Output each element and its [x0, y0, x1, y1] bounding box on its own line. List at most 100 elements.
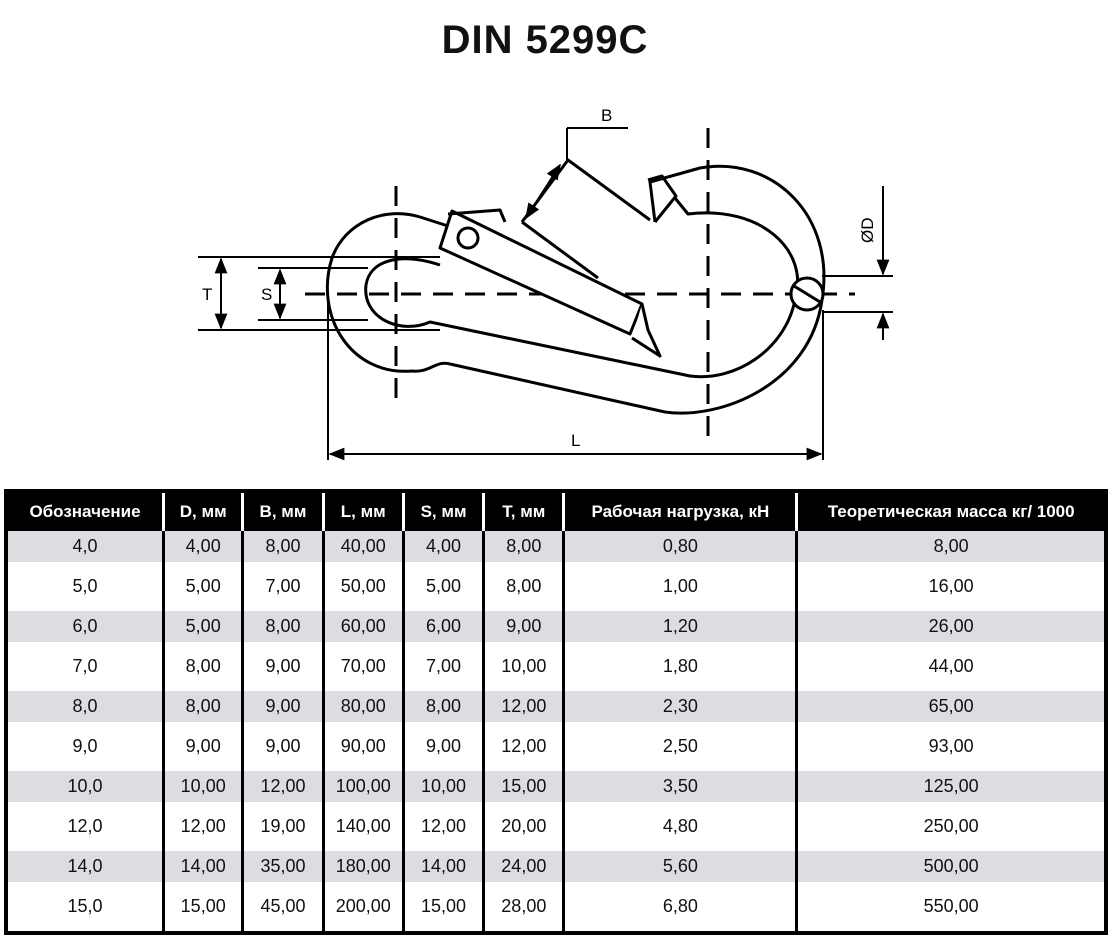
header-s: S, мм [403, 491, 486, 531]
cell-s: 6,00 [403, 610, 486, 643]
cell-s: 4,00 [403, 531, 486, 563]
cell-working-load: 4,80 [563, 802, 799, 851]
cell-working-load: 2,50 [563, 722, 799, 771]
cell-working-load: 1,00 [563, 562, 799, 611]
cell-l: 200,00 [323, 882, 405, 933]
cell-t: 9,00 [483, 610, 566, 643]
cell-t: 12,00 [483, 722, 566, 771]
cell-designation: 6,0 [6, 610, 166, 643]
cell-b: 35,00 [242, 850, 325, 883]
cell-theoretical-mass: 8,00 [796, 531, 1106, 563]
cell-d: 8,00 [163, 690, 245, 723]
cell-working-load: 2,30 [563, 690, 799, 723]
cell-designation: 7,0 [6, 642, 166, 691]
cell-t: 8,00 [483, 562, 566, 611]
cell-working-load: 1,80 [563, 642, 799, 691]
cell-theoretical-mass: 44,00 [796, 642, 1106, 691]
cell-b: 9,00 [242, 642, 325, 691]
cell-t: 28,00 [483, 882, 566, 933]
cell-designation: 12,0 [6, 802, 166, 851]
cell-b: 9,00 [242, 722, 325, 771]
cell-t: 24,00 [483, 850, 566, 883]
cell-designation: 8,0 [6, 690, 166, 723]
cell-theoretical-mass: 125,00 [796, 770, 1106, 803]
cell-designation: 15,0 [6, 882, 166, 933]
label-l: L [571, 431, 580, 450]
rivet [789, 276, 825, 312]
label-b: B [601, 106, 612, 125]
cell-working-load: 1,20 [563, 610, 799, 643]
cell-d: 4,00 [163, 531, 245, 563]
cell-theoretical-mass: 65,00 [796, 690, 1106, 723]
cell-l: 40,00 [323, 531, 405, 563]
carabiner-gate [438, 158, 662, 358]
cell-theoretical-mass: 26,00 [796, 610, 1106, 643]
dimension-lines [198, 127, 893, 461]
label-d: ØD [858, 218, 877, 244]
cell-l: 50,00 [323, 562, 405, 611]
cell-designation: 10,0 [6, 770, 166, 803]
header-designation: Обозначение [6, 491, 166, 531]
cell-d: 14,00 [163, 850, 245, 883]
cell-theoretical-mass: 250,00 [796, 802, 1106, 851]
carabiner-drawing: B ØD T S L [198, 106, 893, 461]
cell-d: 8,00 [163, 642, 245, 691]
cell-s: 7,00 [403, 642, 486, 691]
cell-b: 8,00 [242, 531, 325, 563]
cell-b: 12,00 [242, 770, 325, 803]
cell-l: 90,00 [323, 722, 405, 771]
cell-b: 45,00 [242, 882, 325, 933]
cell-d: 5,00 [163, 610, 245, 643]
cell-t: 10,00 [483, 642, 566, 691]
cell-t: 8,00 [483, 531, 566, 563]
cell-d: 15,00 [163, 882, 245, 933]
cell-s: 15,00 [403, 882, 486, 933]
cell-working-load: 3,50 [563, 770, 799, 803]
cell-s: 14,00 [403, 850, 486, 883]
cell-l: 140,00 [323, 802, 405, 851]
header-t: T, мм [483, 491, 566, 531]
table-header-row: Обозначение D, мм B, мм L, мм S, мм T, м… [6, 491, 1106, 531]
cell-s: 9,00 [403, 722, 486, 771]
header-theoretical-mass: Теоретическая масса кг/ 1000 [796, 491, 1106, 531]
cell-d: 10,00 [163, 770, 245, 803]
cell-designation: 14,0 [6, 850, 166, 883]
cell-d: 12,00 [163, 802, 245, 851]
cell-working-load: 6,80 [563, 882, 799, 933]
header-b: B, мм [242, 491, 325, 531]
page-title: DIN 5299C [441, 18, 649, 62]
cell-b: 19,00 [242, 802, 325, 851]
cell-designation: 4,0 [6, 531, 166, 563]
cell-l: 60,00 [323, 610, 405, 643]
cell-s: 10,00 [403, 770, 486, 803]
cell-s: 12,00 [403, 802, 486, 851]
cell-s: 8,00 [403, 690, 486, 723]
cell-t: 15,00 [483, 770, 566, 803]
cell-working-load: 0,80 [563, 531, 799, 563]
cell-l: 180,00 [323, 850, 405, 883]
header-working-load: Рабочая нагрузка, кН [563, 491, 799, 531]
cell-theoretical-mass: 93,00 [796, 722, 1106, 771]
cell-designation: 5,0 [6, 562, 166, 611]
cell-l: 80,00 [323, 690, 405, 723]
cell-l: 100,00 [323, 770, 405, 803]
cell-b: 8,00 [242, 610, 325, 643]
label-t: T [202, 285, 212, 304]
cell-b: 9,00 [242, 690, 325, 723]
cell-s: 5,00 [403, 562, 486, 611]
cell-d: 5,00 [163, 562, 245, 611]
cell-designation: 9,0 [6, 722, 166, 771]
cell-d: 9,00 [163, 722, 245, 771]
cell-working-load: 5,60 [563, 850, 799, 883]
